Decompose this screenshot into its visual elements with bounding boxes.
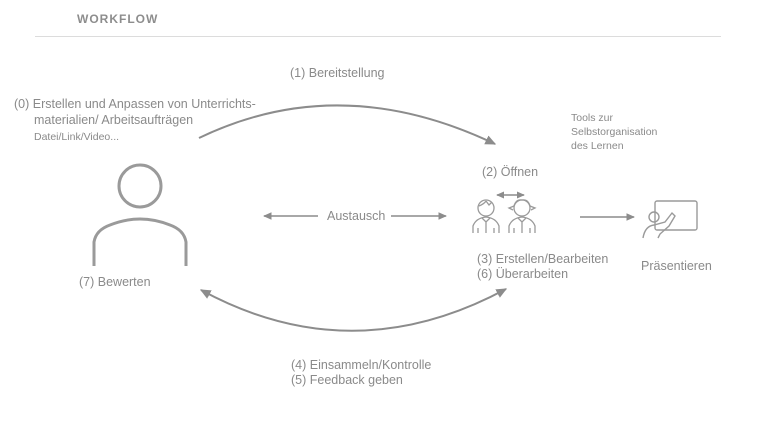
tools-line1: Tools zur (571, 112, 614, 124)
provide-label: (1) Bereitstellung (290, 66, 385, 80)
teacher-media-label: Datei/Link/Video... (34, 131, 120, 143)
teacher-icon (92, 163, 188, 266)
teacher-shoulders (92, 217, 188, 266)
section-title: WORKFLOW (77, 12, 159, 26)
teacher-task-line2: materialien/ Arbeitsaufträgen (34, 113, 194, 127)
presentation-icon (642, 200, 698, 239)
exchange-label: Austausch (327, 209, 386, 223)
student-boy-icon (472, 199, 500, 233)
students-open-label: (2) Öffnen (482, 165, 539, 179)
students-work-line1: (3) Erstellen/Bearbeiten (477, 252, 609, 266)
teacher-evaluate-label: (7) Bewerten (79, 275, 151, 289)
present-label: Präsentieren (641, 259, 712, 273)
student-girl-icon (507, 199, 537, 233)
collect-arrow (199, 288, 508, 332)
collect-label-line2: (5) Feedback geben (291, 373, 403, 387)
header-divider (35, 36, 721, 37)
students-work-line2: (6) Überarbeiten (477, 267, 569, 281)
tools-line2: Selbstorganisation (571, 126, 658, 138)
collect-label-line1: (4) Einsammeln/Kontrolle (291, 358, 432, 372)
teacher-task-line1: (0) Erstellen und Anpassen von Unterrich… (14, 97, 256, 111)
provide-arrow (198, 104, 497, 145)
teacher-head (117, 163, 163, 209)
tools-line3: des Lernen (571, 140, 624, 152)
